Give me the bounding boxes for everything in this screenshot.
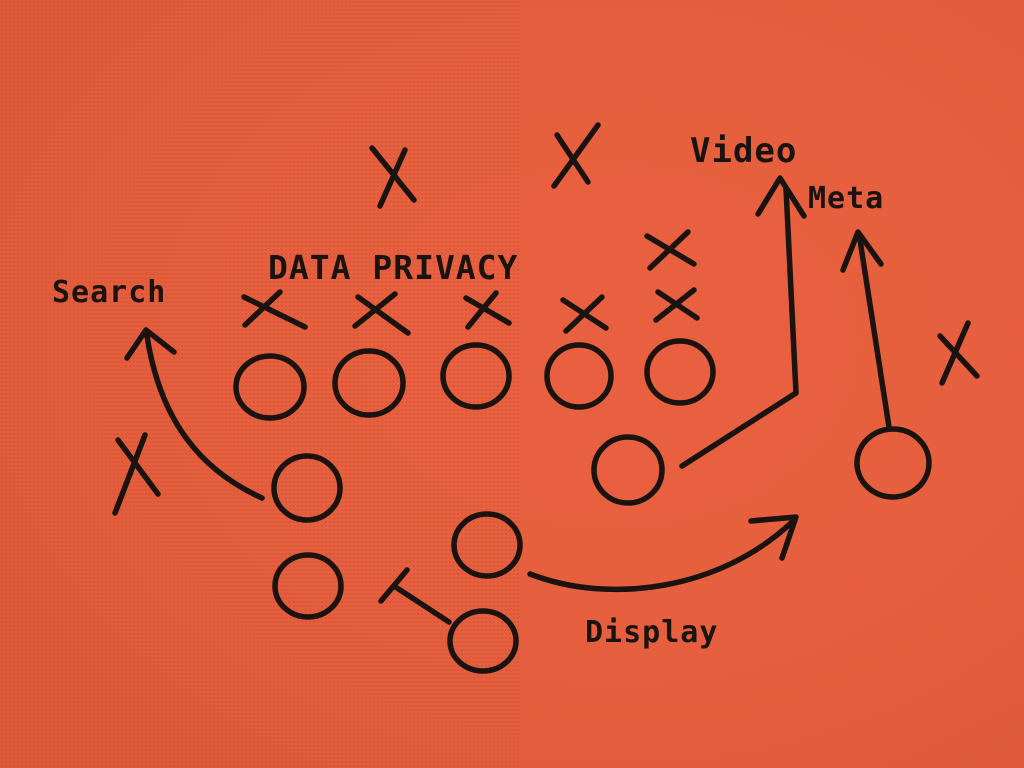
defense-marker bbox=[644, 229, 697, 271]
offense-player bbox=[332, 348, 406, 418]
offense-player bbox=[644, 338, 716, 406]
defense-marker bbox=[560, 294, 609, 334]
offense-player bbox=[544, 342, 614, 410]
defense-marker bbox=[937, 320, 980, 386]
defense-marker bbox=[112, 432, 161, 516]
meta-route bbox=[840, 229, 892, 430]
background-texture bbox=[0, 0, 520, 768]
offense-player bbox=[591, 434, 665, 506]
offense-player bbox=[451, 511, 523, 579]
defense-marker bbox=[463, 290, 512, 330]
offense-player bbox=[233, 353, 307, 421]
offense-player bbox=[447, 608, 519, 674]
meta-label: Meta bbox=[808, 181, 884, 216]
offense-player bbox=[440, 342, 512, 410]
defense-marker bbox=[352, 291, 411, 336]
search-label: Search bbox=[52, 275, 166, 310]
defense-marker bbox=[369, 145, 417, 209]
defense-marker bbox=[241, 289, 308, 330]
defense-marker bbox=[653, 287, 700, 323]
display-label: Display bbox=[585, 615, 718, 650]
block-route bbox=[378, 567, 452, 625]
offense-players bbox=[233, 338, 932, 674]
video-route bbox=[679, 175, 807, 469]
offense-player bbox=[854, 426, 932, 500]
defense-marker bbox=[551, 122, 601, 189]
title-label: DATA PRIVACY bbox=[268, 248, 518, 287]
display-route bbox=[527, 514, 799, 593]
offense-player bbox=[271, 453, 343, 523]
video-label: Video bbox=[690, 131, 797, 171]
search-route bbox=[124, 327, 265, 501]
offense-player bbox=[272, 552, 344, 620]
